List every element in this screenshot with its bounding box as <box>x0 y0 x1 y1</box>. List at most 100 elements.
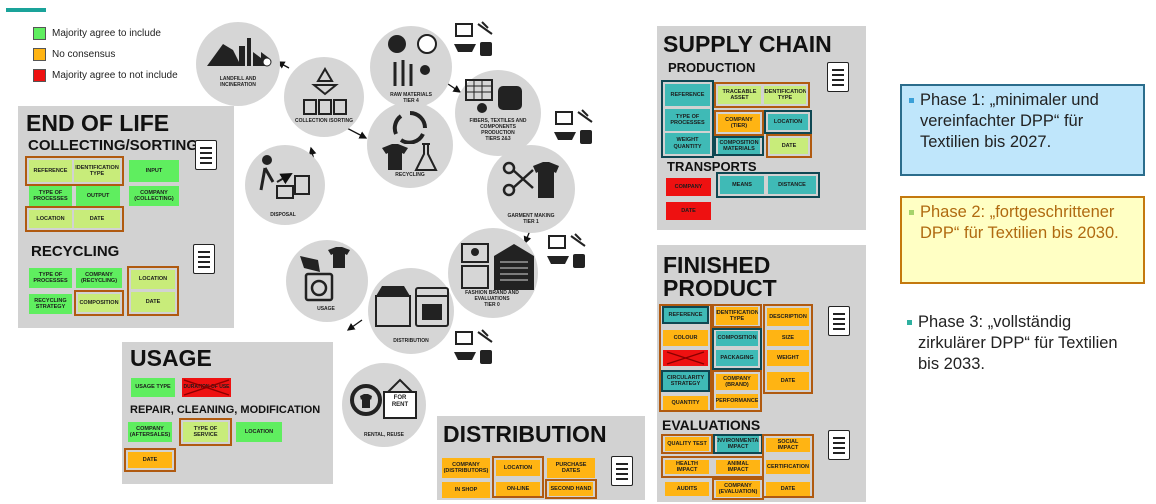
rental-icon <box>350 378 417 419</box>
distribution-label: DISTRIBUTION <box>393 338 429 344</box>
cell-location: LOCATION <box>496 460 540 476</box>
cell-packaging: PACKAGING <box>716 350 758 366</box>
cotton-plant-icon <box>388 34 437 86</box>
legend-item-include: Majority agree to include <box>33 24 178 42</box>
cell-colour: COLOUR <box>663 330 708 346</box>
cell-date: DATE <box>74 210 120 228</box>
recycle-icon <box>311 67 339 96</box>
cell-size: SIZE <box>767 330 809 346</box>
finished-product-title-1: FINISHED <box>663 252 771 278</box>
legend: Majority agree to include No consensus M… <box>33 24 178 84</box>
cell-company-tier: COMPANY (TIER) <box>718 114 760 132</box>
finished-product-title-2: PRODUCT <box>663 275 777 301</box>
usage-label: USAGE <box>317 306 335 312</box>
cell-means: MEANS <box>720 176 764 194</box>
cell-audits: AUDITS <box>665 482 709 496</box>
landfill-label: LANDFILL AND INCINERATION <box>219 76 257 88</box>
recycle-arrows-icon <box>392 111 427 144</box>
stage-fibers-textiles <box>455 70 541 156</box>
production-title: PRODUCTION <box>668 60 756 75</box>
cell-location: LOCATION <box>236 422 282 442</box>
recycling-title: RECYCLING <box>31 243 120 260</box>
phase-1-box: Phase 1: „minimaler und vereinfachter DP… <box>900 84 1145 176</box>
cell-company-distributors: COMPANY (DISTRIBUTORS) <box>442 458 490 478</box>
raw-materials-label: RAW MATERIALS TIER 4 <box>390 92 432 104</box>
cell-traceable-asset: TRACEABLE ASSET <box>718 86 761 104</box>
phase-1-text: Phase 1: „minimaler und vereinfachter DP… <box>920 91 1099 152</box>
cell-date: DATE <box>770 138 808 154</box>
cross-out-icon <box>183 379 230 396</box>
repair-title: REPAIR, CLEANING, MODIFICATION <box>130 404 321 416</box>
cell-weight-quantity: WEIGHT QUANTITY <box>665 133 710 154</box>
cell-performance: PERFORMANCE <box>716 394 758 408</box>
cell-reference: REFERENCE <box>664 308 707 322</box>
cell-company-evaluation: COMPANY (EVALUATION) <box>716 481 760 497</box>
transport-icon <box>454 21 493 56</box>
cell-animal-impact: ANIMAL IMPACT <box>716 460 760 474</box>
legend-swatch-red <box>33 68 46 82</box>
fibers-label: FIBERS, TEXTILES AND COMPONENTS PRODUCTI… <box>469 118 527 142</box>
transport-icon <box>454 329 493 364</box>
bullet-icon <box>909 98 914 103</box>
cell-date: DATE <box>766 482 810 496</box>
bins-icon <box>303 99 347 115</box>
phase-2-box: Phase 2: „fortgeschrittener DPP“ für Tex… <box>900 196 1145 284</box>
cell-date: DATE <box>131 292 175 312</box>
cell-input: INPUT <box>129 160 179 182</box>
garment-label: GARMENT MAKING TIER 1 <box>507 213 555 225</box>
cell-identification-type: IDENTIFICATION TYPE <box>716 307 758 325</box>
document-icon <box>611 456 633 486</box>
accent-bar <box>6 8 46 12</box>
document-icon <box>195 140 217 170</box>
legend-label: Majority agree to include <box>52 27 161 39</box>
cell-company-aftersales: COMPANY (AFTERSALES) <box>128 422 172 442</box>
cell-social-impact: SOCIAL IMPACT <box>766 438 810 452</box>
rental-label: RENTAL, REUSE <box>364 432 404 438</box>
cell-date-red: DATE <box>666 202 711 220</box>
fashion-brand-icon <box>461 243 534 290</box>
cell-purchase-dates: PURCHASE DATES <box>547 458 595 478</box>
disposal-icon <box>259 155 310 199</box>
distribution-title: DISTRIBUTION <box>443 421 607 447</box>
cell-identification-type: IDENTIFICATION TYPE <box>764 86 806 104</box>
usage-title: USAGE <box>130 345 212 371</box>
evaluations-title: EVALUATIONS <box>662 417 761 433</box>
disposal-label: DISPOSAL <box>270 212 296 218</box>
cell-circularity-strategy: CIRCULARITY STRATEGY <box>663 372 708 390</box>
cell-health-impact: HEALTH IMPACT <box>665 460 709 474</box>
cell-composition-materials: COMPOSITION MATERIALS <box>718 138 760 154</box>
cell-composition: COMPOSITION <box>716 331 758 346</box>
stage-usage <box>286 240 368 322</box>
scissors-shirt-icon <box>502 161 559 198</box>
phase-3-box: Phase 3: „vollständig zirkulärer DPP“ fü… <box>900 308 1145 396</box>
recycling-label: RECYCLING <box>395 172 425 178</box>
document-icon <box>828 306 850 336</box>
cell-recycling-strategy: RECYCLING STRATEGY <box>29 294 72 314</box>
end-of-life-title: END OF LIFE <box>26 110 170 136</box>
cell-company-recycling: COMPANY (RECYCLING) <box>76 268 122 288</box>
fashion-label: FASHION BRAND AND EVALUATIONS TIER 0 <box>465 290 519 308</box>
bullet-icon <box>909 210 914 215</box>
phase-2-text: Phase 2: „fortgeschrittener DPP“ für Tex… <box>920 203 1119 243</box>
landfill-icon <box>207 38 272 67</box>
transport-icon <box>547 233 586 268</box>
textile-production-icon <box>465 79 522 113</box>
cell-second-hand: SECOND HAND <box>549 482 593 496</box>
cell-location: LOCATION <box>29 210 72 228</box>
legend-label: No consensus <box>52 48 116 60</box>
legend-item-no-consensus: No consensus <box>33 45 178 63</box>
cell-reference: REFERENCE <box>665 84 710 106</box>
cell-distance: DISTANCE <box>768 176 816 194</box>
cell-date: DATE <box>128 452 172 468</box>
cell-quantity: QUANTITY <box>663 396 708 410</box>
cell-date: DATE <box>767 372 809 390</box>
tshirt-flask-icon <box>382 143 438 171</box>
cell-weight: WEIGHT <box>767 350 809 366</box>
cell-output: OUTPUT <box>76 186 120 206</box>
cell-company: COMPANY <box>666 178 711 196</box>
collecting-sorting-title: COLLECTING/SORTING <box>28 137 198 154</box>
legend-swatch-green <box>33 26 46 40</box>
cell-location: LOCATION <box>768 114 808 130</box>
cell-company-collecting: COMPANY (COLLECTING) <box>129 186 179 206</box>
cell-type-of-processes: TYPE OF PROCESSES <box>29 268 72 288</box>
